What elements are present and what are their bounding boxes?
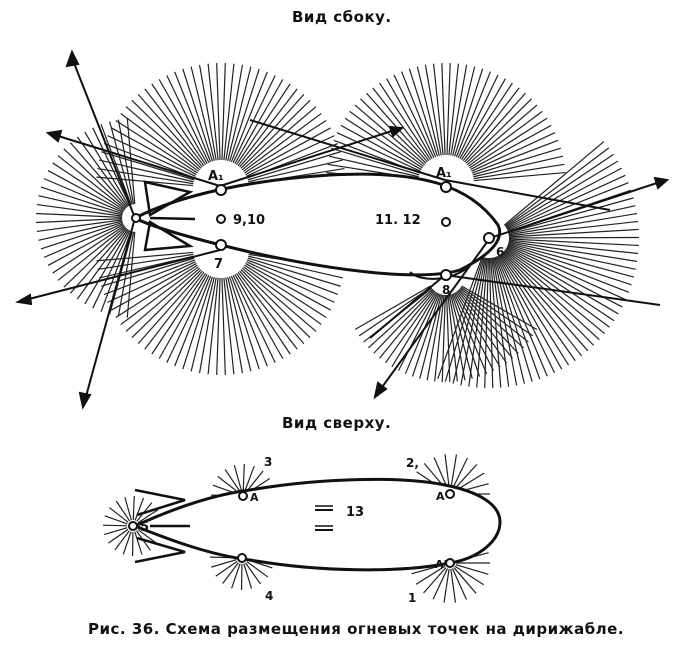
side-view-airship xyxy=(131,172,502,280)
label-gun-8: 8 xyxy=(442,283,450,297)
label-guns-9-10: 9,10 xyxy=(233,213,265,228)
side-view-title: Вид сбоку. xyxy=(292,8,392,26)
label-1: 1 xyxy=(408,591,416,605)
top-view-gun-points xyxy=(128,489,455,568)
label-2: 2, xyxy=(406,456,419,470)
label-13: 13 xyxy=(346,505,364,520)
top-view-airship xyxy=(131,477,502,572)
side-view-arrows xyxy=(15,49,670,410)
label-3: 3 xyxy=(264,455,272,469)
sector-a1-right xyxy=(326,63,566,182)
label-guns-11-12: 11. 12 xyxy=(375,213,421,228)
label-5: 5 xyxy=(140,520,149,535)
sector-a1-left xyxy=(96,63,346,187)
label-a1-left: A₁ xyxy=(208,169,224,184)
sector-gun-7 xyxy=(96,251,346,375)
label-gun-6: 6 xyxy=(496,245,504,259)
label-a-right-bottom: A' xyxy=(435,558,447,571)
label-a-left: A xyxy=(250,491,259,504)
label-4: 4 xyxy=(265,589,273,603)
label-gun-7: 7 xyxy=(214,257,223,272)
label-a1-right: A₁ xyxy=(436,166,452,181)
sector-tail xyxy=(36,118,136,318)
top-view-title: Вид сверху. xyxy=(282,414,392,432)
label-a-right-top: A xyxy=(436,490,445,503)
figure-caption: Рис. 36. Схема размещения огневых точек … xyxy=(88,620,625,638)
sector-gun-8 xyxy=(354,285,538,382)
side-view-gun-points xyxy=(131,181,495,281)
